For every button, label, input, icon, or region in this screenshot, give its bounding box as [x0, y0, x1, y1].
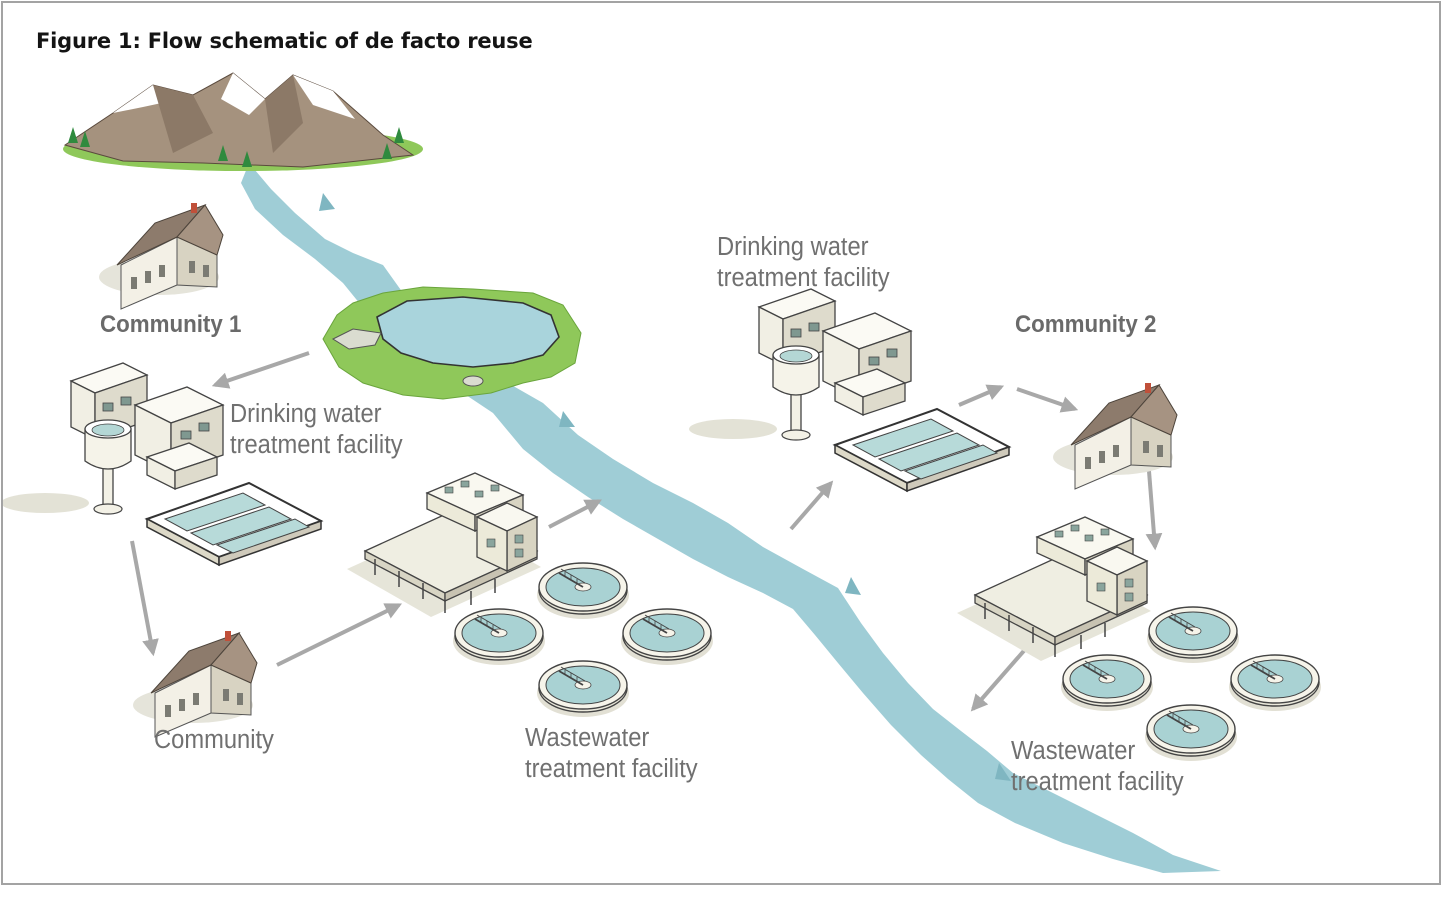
label-line: Drinking water	[230, 400, 382, 428]
reservoir	[322, 286, 582, 400]
clarifier	[536, 660, 630, 718]
clarifier	[1060, 654, 1154, 712]
flow-arrow	[789, 480, 834, 531]
flow-arrow	[276, 603, 403, 667]
label-wastewater-right: Wastewater treatment facility	[1011, 736, 1184, 798]
clarifier	[452, 608, 546, 666]
drinking-water-facility-left	[3, 362, 322, 566]
label-drinking-water-left: Drinking water treatment facility	[230, 399, 403, 461]
flow-arrow	[548, 499, 602, 529]
label-line: Drinking water	[717, 233, 869, 261]
flow-arrow	[130, 540, 159, 657]
wastewater-building-center	[346, 472, 542, 618]
label-drinking-water-right: Drinking water treatment facility	[717, 232, 890, 294]
house-community-2	[1052, 382, 1178, 490]
clarifier	[1228, 654, 1322, 712]
mountain-source	[63, 72, 423, 171]
figure-title: Figure 1: Flow schematic of de facto reu…	[36, 29, 533, 53]
label-line: treatment facility	[717, 264, 890, 292]
de-facto-reuse-schematic	[3, 72, 1322, 873]
label-wastewater-center: Wastewater treatment facility	[525, 723, 698, 785]
flow-arrow	[970, 643, 1031, 712]
clarifier	[536, 562, 630, 620]
label-line: treatment facility	[1011, 768, 1184, 796]
label-community-1: Community 1	[100, 311, 242, 338]
label-line: treatment facility	[525, 755, 698, 783]
wastewater-building-right	[956, 516, 1152, 662]
drinking-water-facility-right	[688, 288, 1010, 492]
flow-arrow	[1016, 387, 1079, 413]
label-line: Wastewater	[525, 724, 650, 752]
flow-arrow	[958, 384, 1005, 407]
label-community-2: Community 2	[1015, 311, 1157, 338]
label-line: Wastewater	[1011, 737, 1136, 765]
label-community: Community	[154, 726, 274, 754]
label-line: treatment facility	[230, 431, 403, 459]
flow-arrow	[1145, 470, 1163, 551]
house-community-1	[98, 202, 224, 310]
flow-arrow	[211, 351, 310, 389]
clarifier	[620, 608, 714, 666]
clarifier	[1146, 606, 1240, 664]
figure-frame: Figure 1: Flow schematic of de facto reu…	[1, 1, 1441, 885]
